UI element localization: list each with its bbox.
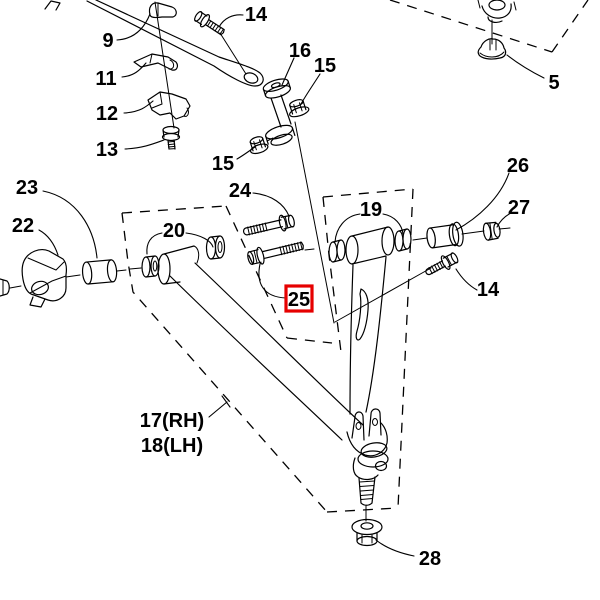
bar-clamp-9 (148, 2, 177, 19)
ball-joint-cap-5 (477, 38, 507, 60)
callout-26[interactable]: 26 (507, 155, 529, 177)
callout-13[interactable]: 13 (96, 139, 118, 161)
brake-line-bracket (355, 288, 369, 341)
callout-20[interactable]: 20 (163, 220, 185, 242)
collar-23 (81, 259, 118, 285)
ball-joint-housing (346, 408, 389, 481)
callout-11[interactable]: 11 (95, 68, 116, 90)
callout-labels: 9 11 12 13 14 16 15 15 5 23 22 20 24 19 … (12, 4, 560, 570)
bracket-11 (133, 53, 178, 71)
callout-5[interactable]: 5 (548, 72, 559, 94)
axis-centerlines-left (9, 267, 142, 289)
stabilizer-bar (44, 0, 264, 87)
callout-15-upper[interactable]: 15 (314, 55, 336, 77)
leader-lines (38, 13, 545, 557)
callout-14-top[interactable]: 14 (245, 4, 268, 26)
arm-rear-pivot (345, 226, 395, 265)
tie-rod-end (477, 0, 517, 23)
callout-28[interactable]: 28 (419, 548, 441, 570)
callout-22[interactable]: 22 (12, 215, 34, 237)
flange-bolt-14-right (425, 252, 459, 276)
callout-14-right[interactable]: 14 (477, 279, 500, 301)
highlight-box-25[interactable] (284, 284, 314, 313)
flange-nut-27 (482, 221, 501, 241)
bolt-14-axis-line (219, 32, 247, 75)
bolt-25-axis-line (304, 248, 315, 251)
flange-bolt-14-top (194, 10, 225, 36)
bolt-14-attachment-line (334, 267, 432, 323)
callout-19[interactable]: 19 (360, 199, 382, 221)
collar-26 (426, 221, 464, 249)
washer-20-right (205, 235, 226, 260)
flange-nut-15-upper (289, 99, 310, 118)
callout-27[interactable]: 27 (508, 197, 530, 219)
arm-front-pivot (157, 245, 200, 285)
flange-bolt-25 (247, 241, 304, 266)
callout-17-rh[interactable]: 17(RH) (140, 410, 204, 432)
frame-bolt-left-edge (0, 278, 10, 297)
assembly-outline-left (121, 205, 399, 513)
clamp-bolt-axis-line (154, 1, 175, 129)
flange-bolt-24 (243, 214, 295, 236)
link-attachment-line (294, 121, 335, 324)
callout-9[interactable]: 9 (102, 30, 113, 52)
stabilizer-link (262, 78, 296, 146)
callout-23[interactable]: 23 (16, 177, 38, 199)
assembly-outline-right (322, 188, 414, 509)
axis-centerlines-right (412, 227, 511, 241)
ball-joint-stud (358, 476, 376, 506)
callout-15-lower[interactable]: 15 (212, 153, 234, 175)
frame-bracket-22 (21, 249, 67, 308)
control-arm (169, 256, 387, 441)
callout-18-lh[interactable]: 18(LH) (141, 435, 203, 457)
flange-bolt-13 (161, 125, 181, 150)
callout-16[interactable]: 16 (289, 40, 311, 62)
washer-19-left (328, 239, 346, 263)
callout-12[interactable]: 12 (96, 103, 118, 125)
washer-19-right (394, 228, 412, 252)
washer-and-nut-28 (351, 518, 383, 547)
bracket-12 (147, 91, 191, 120)
washer-20-left (141, 255, 160, 278)
callout-25-selected[interactable]: 25 (288, 289, 310, 311)
assembly-outline-top-right (389, 0, 589, 53)
flange-nut-15-lower (249, 136, 269, 155)
callout-24[interactable]: 24 (229, 180, 252, 202)
